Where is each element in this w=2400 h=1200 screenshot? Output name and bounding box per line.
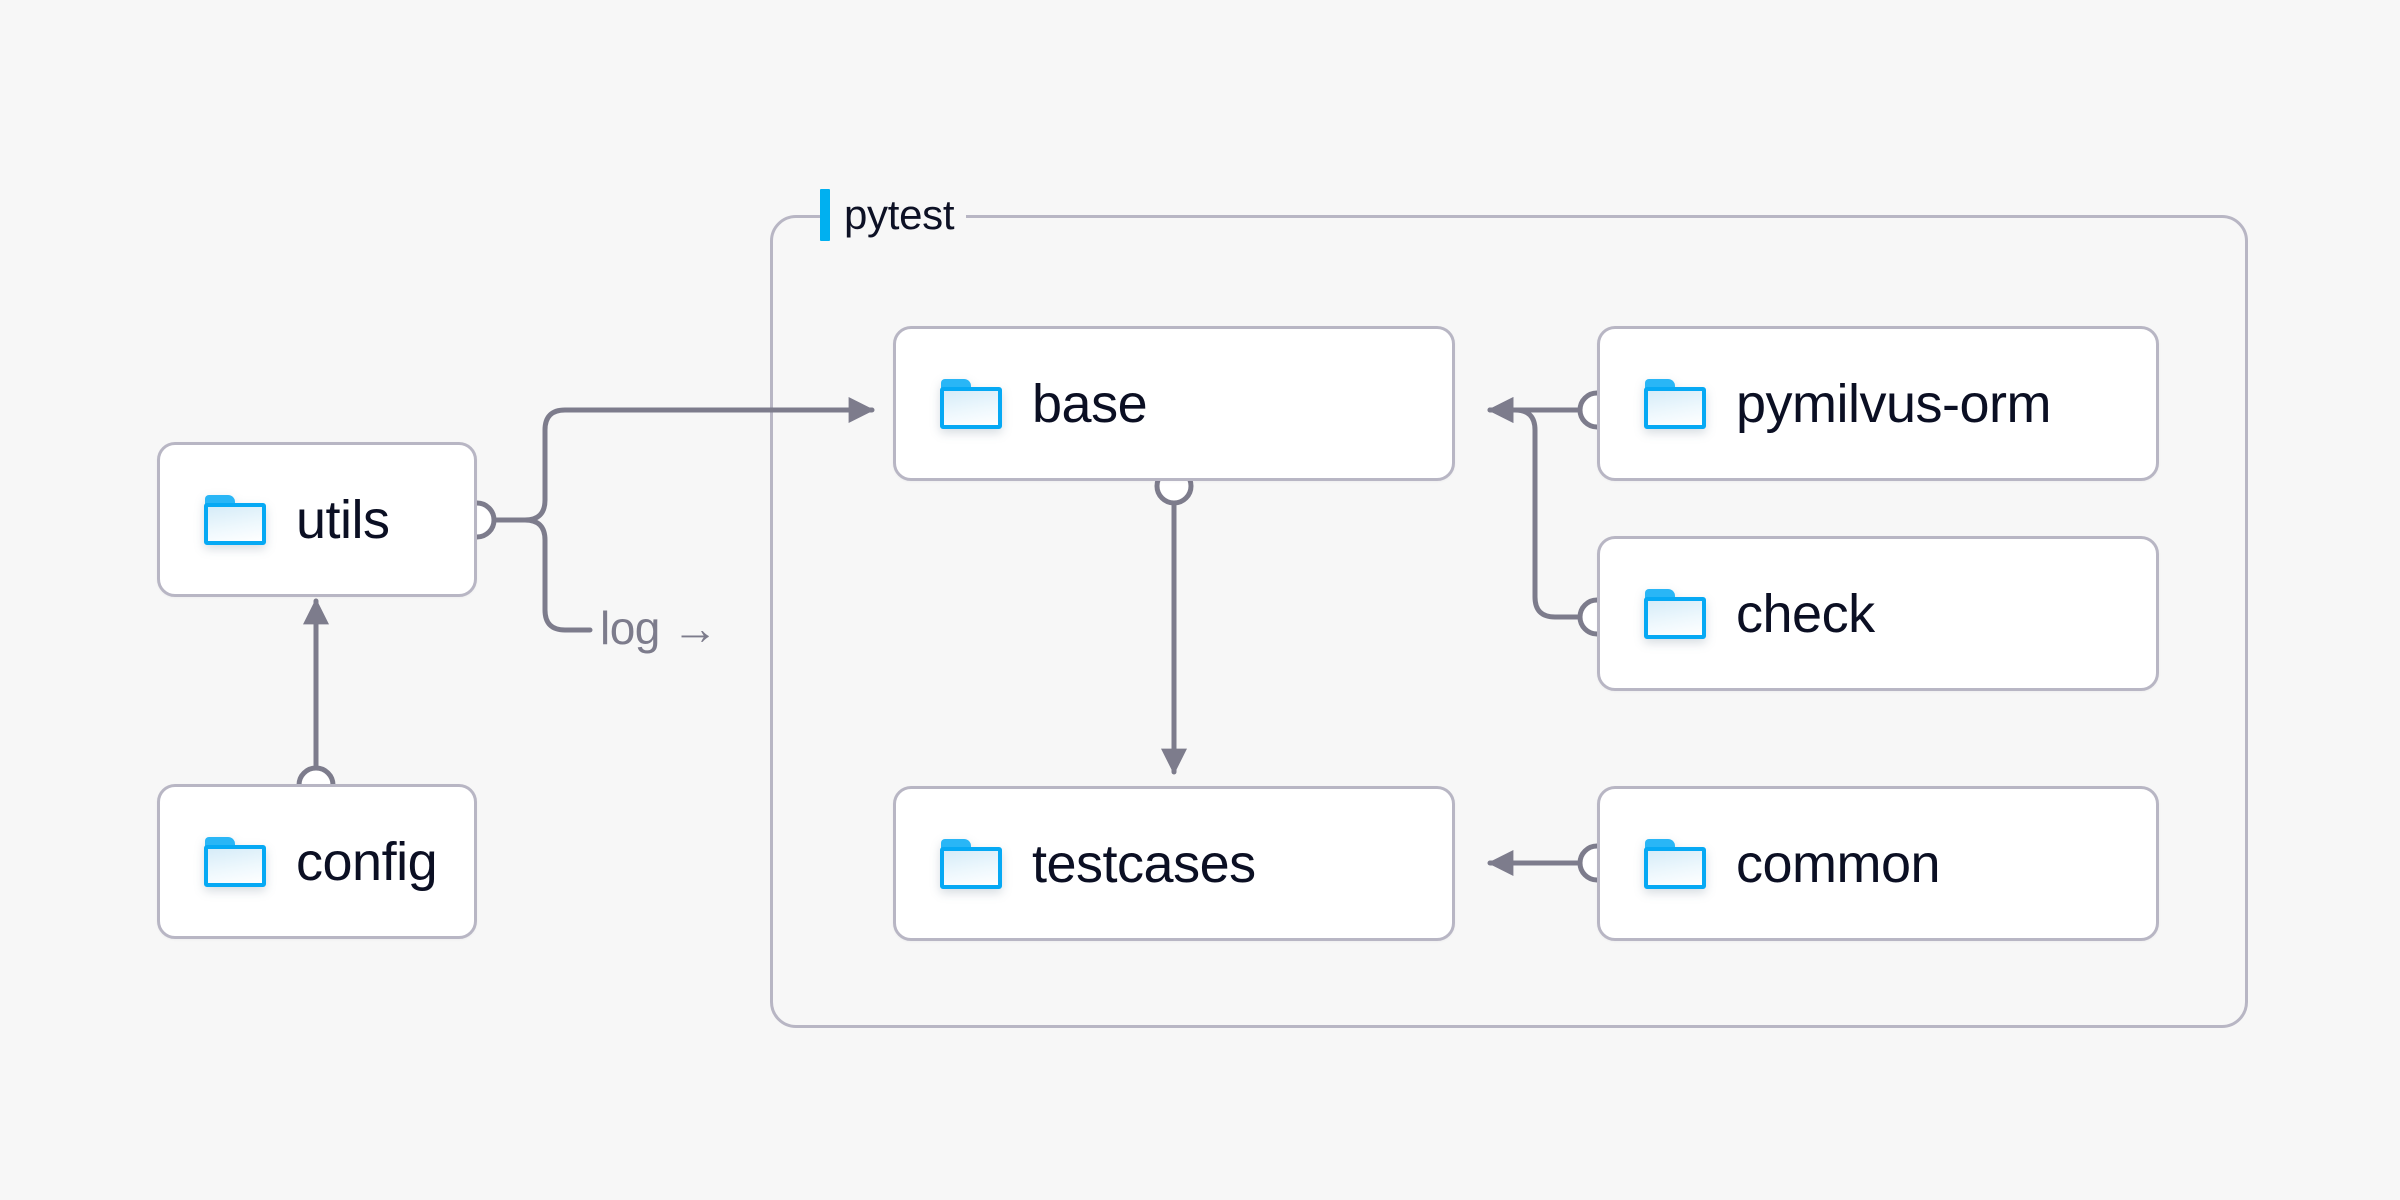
node-config[interactable]: config [157, 784, 477, 939]
edge-utils-to-log[interactable] [491, 517, 593, 633]
folder-body [940, 386, 1002, 429]
folder-icon [940, 838, 1002, 889]
node-label: testcases [1032, 833, 1256, 894]
node-testcases[interactable]: testcases [893, 786, 1455, 941]
edge-label-log: log → [600, 602, 718, 654]
node-label: check [1736, 583, 1875, 644]
folder-icon [1644, 588, 1706, 639]
folder-body [1644, 386, 1706, 429]
node-label: pymilvus-orm [1736, 373, 2052, 434]
node-base[interactable]: base [893, 326, 1455, 481]
folder-body [204, 844, 266, 887]
node-label: base [1032, 373, 1148, 434]
node-label: config [296, 831, 438, 892]
node-pymilvus-orm[interactable]: pymilvus-orm [1597, 326, 2159, 481]
group-label-pytest[interactable]: pytest [820, 189, 967, 241]
folder-icon [1644, 838, 1706, 889]
node-label: utils [296, 489, 390, 550]
folder-icon [204, 836, 266, 887]
node-utils[interactable]: utils [157, 442, 477, 597]
group-label-text: pytest [844, 191, 955, 238]
folder-body [1644, 596, 1706, 639]
node-label: common [1736, 833, 1941, 894]
folder-body [204, 502, 266, 545]
folder-icon [1644, 378, 1706, 429]
folder-body [940, 846, 1002, 889]
group-accent-bar-icon [820, 189, 830, 241]
node-common[interactable]: common [1597, 786, 2159, 941]
group-container-pytest[interactable] [770, 215, 2248, 1028]
folder-icon [940, 378, 1002, 429]
folder-icon [204, 494, 266, 545]
node-check[interactable]: check [1597, 536, 2159, 691]
folder-body [1644, 846, 1706, 889]
